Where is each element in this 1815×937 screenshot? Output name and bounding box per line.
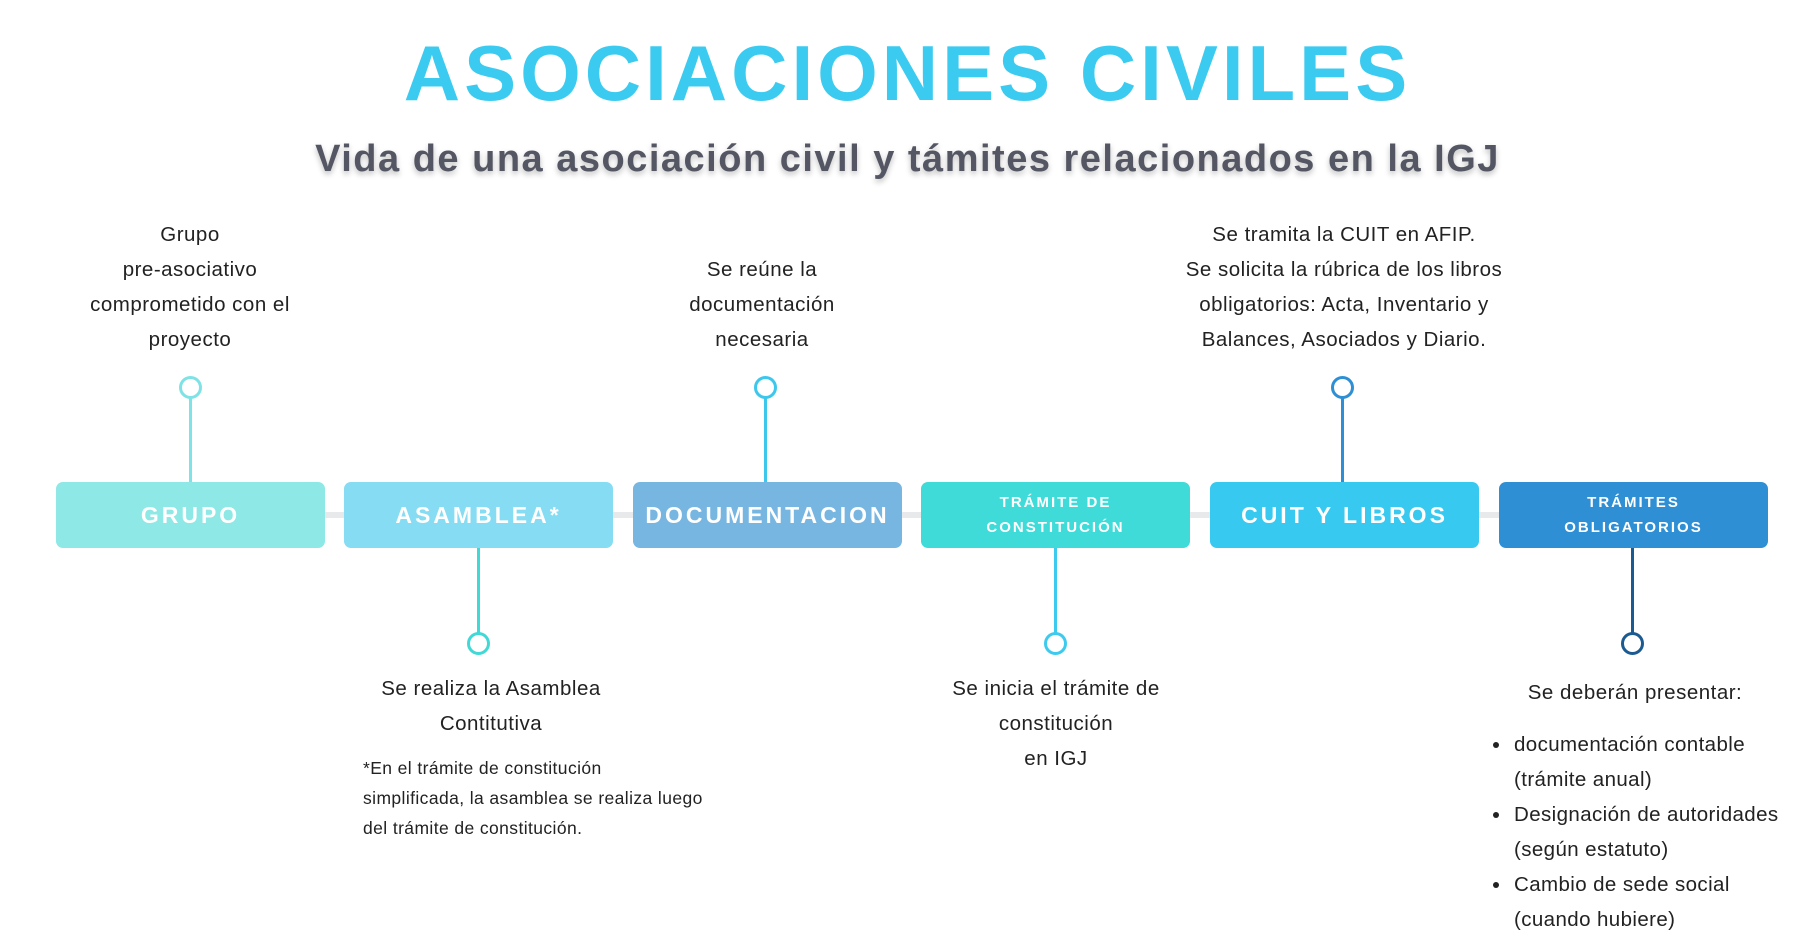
list-item: documentación contable (trámite anual)	[1512, 727, 1815, 797]
text-line: Se solicita la rúbrica de los libros	[1185, 258, 1503, 281]
page-title: ASOCIACIONES CIVILES	[403, 29, 1412, 117]
step-label-line: TRÁMITE DE	[999, 494, 1112, 511]
grupo-description: Grupo pre-asociativo comprometido con el…	[20, 217, 360, 357]
connector-dot	[1331, 376, 1354, 399]
text-line: Grupo	[160, 223, 220, 246]
step-label-line: OBLIGATORIOS	[1564, 519, 1703, 536]
text-line: Se reúne la	[706, 258, 818, 281]
text-line: (según estatuto)	[1514, 838, 1669, 861]
connector-dot	[179, 376, 202, 399]
tramite-description: Se inicia el trámite de constitución en …	[886, 671, 1226, 776]
text-line: pre-asociativo	[122, 258, 258, 281]
cuit-description: Se tramita la CUIT en AFIP. Se solicita …	[1144, 217, 1544, 357]
note-line: del trámite de constitución.	[363, 818, 583, 838]
text-line: Balances, Asociados y Diario.	[1201, 328, 1487, 351]
note-line: *En el trámite de constitución	[363, 758, 602, 778]
text-line: documentación contable	[1514, 733, 1746, 756]
connector-dot	[1044, 632, 1067, 655]
step-grupo: GRUPO	[56, 482, 325, 548]
text-line: documentación	[689, 293, 835, 316]
text-line: constitución	[998, 712, 1114, 735]
step-tramites-obligatorios: TRÁMITES OBLIGATORIOS	[1499, 482, 1768, 548]
text-line: necesaria	[715, 328, 809, 351]
list-item: Designación de autoridades (según estatut…	[1512, 797, 1815, 867]
timeline-track	[56, 512, 1767, 518]
list-item: Cambio de sede social (cuando hubiere)	[1512, 867, 1815, 937]
step-documentacion: DOCUMENTACION	[633, 482, 902, 548]
connector-dot	[754, 376, 777, 399]
asamblea-footnote: *En el trámite de constitución simplific…	[363, 753, 783, 843]
step-label-line: CONSTITUCIÓN	[986, 519, 1125, 536]
obligatorios-list: documentación contable (trámite anual) De…	[1490, 727, 1815, 937]
text-line: Se inicia el trámite de	[952, 677, 1160, 700]
text-line: en IGJ	[1024, 747, 1088, 770]
asamblea-description: Se realiza la Asamblea Contitutiva	[321, 671, 661, 741]
connector-dot	[467, 632, 490, 655]
text-line: (trámite anual)	[1514, 768, 1653, 791]
text-line: Designación de autoridades	[1514, 803, 1779, 826]
connector-line	[1054, 548, 1057, 634]
connector-line	[764, 396, 767, 482]
text-line: Se tramita la CUIT en AFIP.	[1212, 223, 1476, 246]
text-line: proyecto	[148, 328, 232, 351]
connector-line	[1341, 396, 1344, 482]
text-line: Se realiza la Asamblea	[381, 677, 601, 700]
connector-line	[477, 548, 480, 634]
note-line: simplificada, la asamblea se realiza lue…	[363, 788, 703, 808]
text-line: comprometido con el	[90, 293, 290, 316]
step-label-line: TRÁMITES	[1587, 494, 1680, 511]
text-line: Cambio de sede social	[1514, 873, 1730, 896]
text-line: Contitutiva	[439, 712, 543, 735]
documentacion-description: Se reúne la documentación necesaria	[592, 252, 932, 357]
step-asamblea: ASAMBLEA*	[344, 482, 613, 548]
connector-dot	[1621, 632, 1644, 655]
connector-line	[189, 396, 192, 482]
step-tramite-constitucion: TRÁMITE DE CONSTITUCIÓN	[921, 482, 1190, 548]
page-subtitle: Vida de una asociación civil y támites r…	[315, 138, 1500, 180]
text-line: (cuando hubiere)	[1514, 908, 1676, 931]
obligatorios-intro: Se deberán presentar:	[1527, 681, 1743, 704]
connector-line	[1631, 548, 1634, 634]
text-line: obligatorios: Acta, Inventario y	[1199, 293, 1489, 316]
step-cuit-libros: CUIT Y LIBROS	[1210, 482, 1479, 548]
